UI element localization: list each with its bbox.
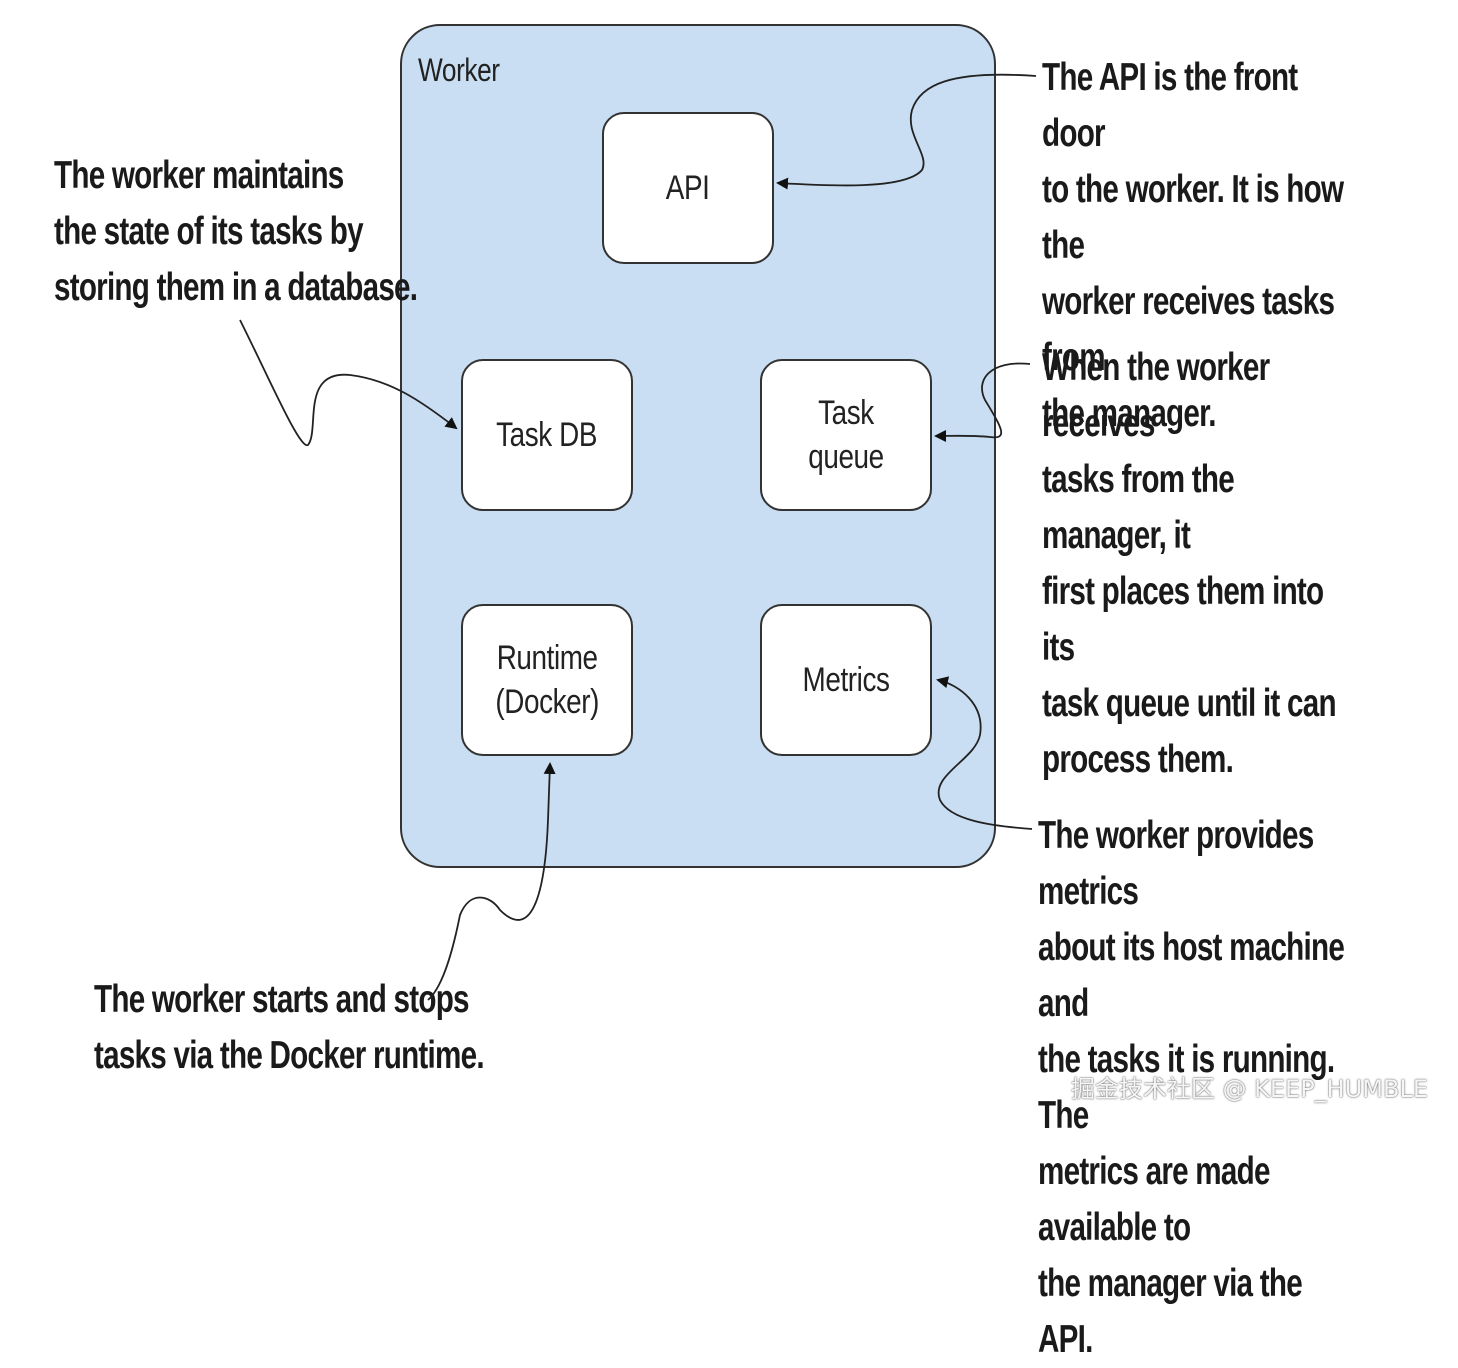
runtime-box: Runtime (Docker) [461, 604, 633, 756]
api-annotation: The API is the front door to the worker.… [1042, 56, 1344, 435]
task-db-annotation: The worker maintains the state of its ta… [54, 154, 418, 309]
api-connector [776, 73, 1037, 190]
task-queue-connector [934, 362, 1031, 442]
api-label: API [666, 168, 710, 207]
task-queue-box: Task queue [760, 359, 932, 511]
api-box: API [602, 112, 774, 264]
metrics-label: Metrics [802, 660, 890, 699]
task-db-box: Task DB [461, 359, 633, 511]
task-db-connector [239, 319, 458, 446]
metrics-box: Metrics [760, 604, 932, 756]
task-queue-label: Task queue [808, 393, 884, 476]
task-db-label: Task DB [496, 415, 598, 454]
watermark-text: 掘金技术社区 @ KEEP_HUMBLE [1070, 1075, 1428, 1103]
runtime-connector [427, 762, 556, 1001]
runtime-label-line2: (Docker) [495, 683, 599, 721]
metrics-connector [936, 676, 1033, 830]
worker-title: Worker [418, 52, 500, 88]
runtime-annotation: The worker starts and stops tasks via th… [94, 978, 485, 1077]
connector-arrows [239, 73, 1037, 1001]
task-queue-annotation: When the worker receives tasks from the … [1042, 346, 1337, 781]
runtime-label-line1: Runtime [496, 638, 598, 677]
